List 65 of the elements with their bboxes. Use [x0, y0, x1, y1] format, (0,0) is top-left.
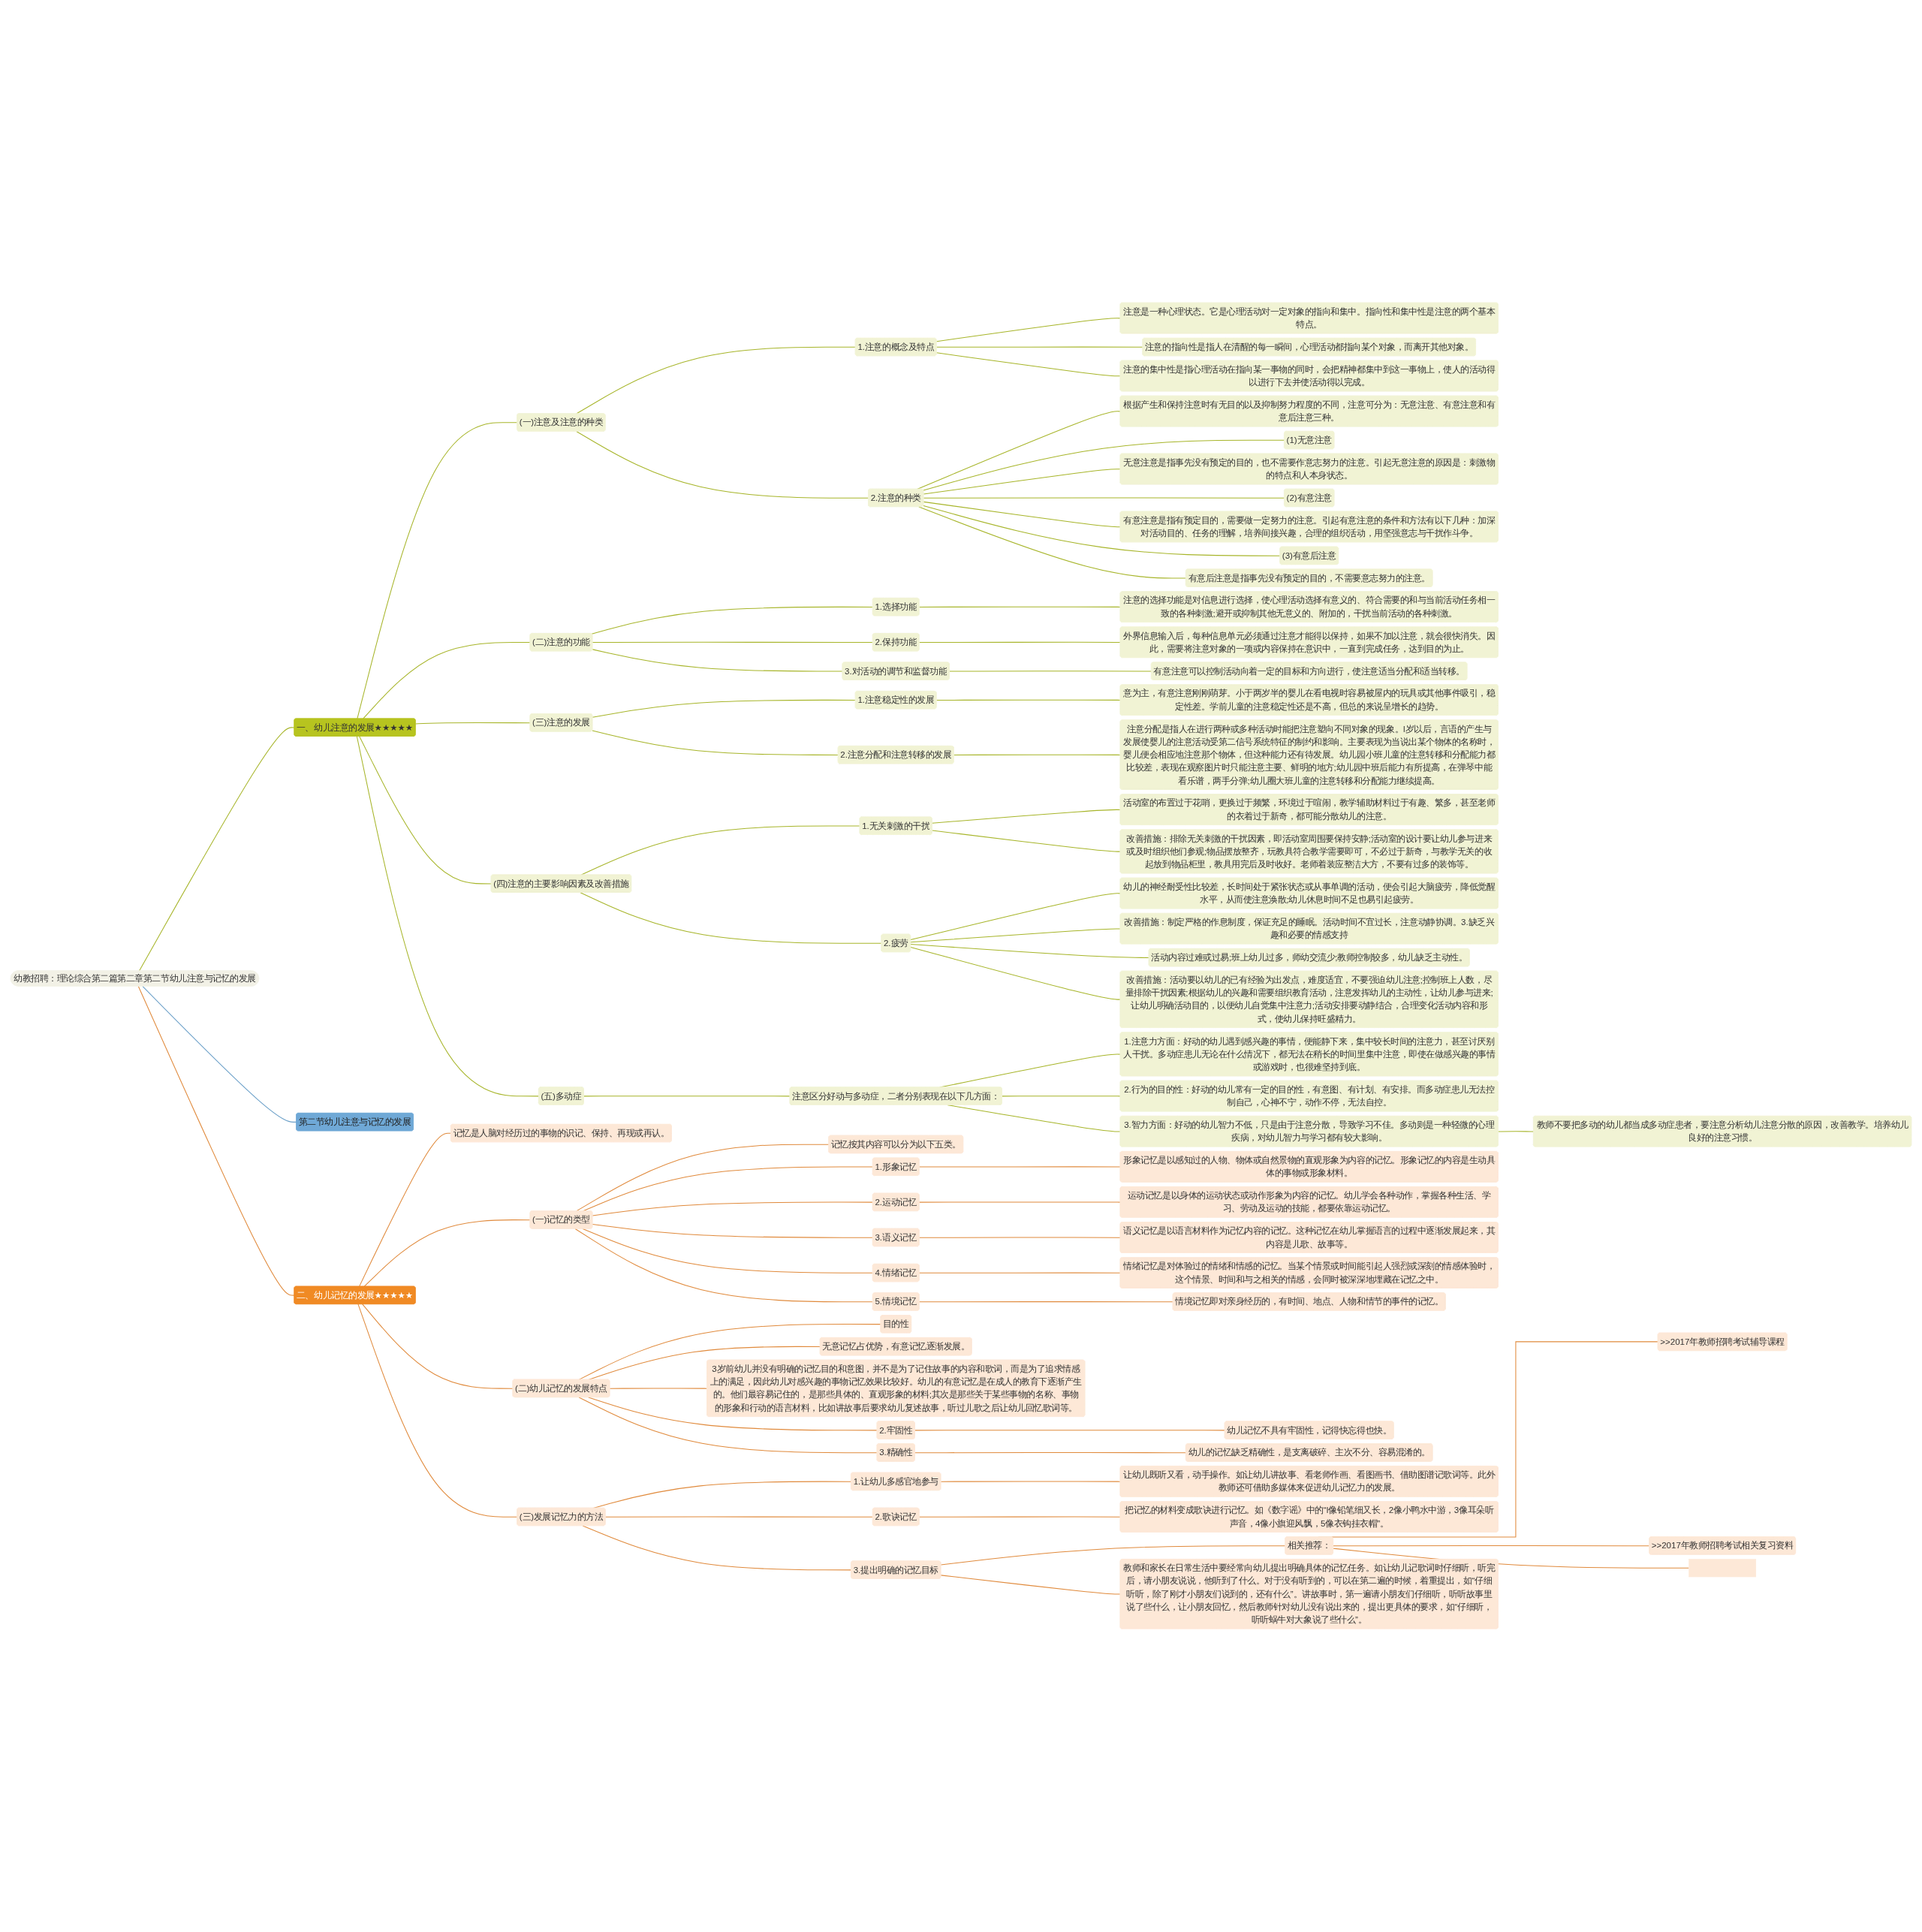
connector: [923, 505, 1281, 556]
connector: [910, 893, 1121, 941]
connector: [357, 1304, 518, 1518]
connector: [137, 986, 295, 1296]
connector: [914, 1430, 1225, 1431]
connector: [923, 502, 1121, 528]
connector: [935, 352, 1121, 377]
connector: [1002, 1096, 1121, 1097]
connector: [1498, 1131, 1535, 1132]
connector: [591, 607, 874, 635]
connector: [580, 892, 882, 945]
connector: [357, 422, 518, 720]
connector: [923, 469, 1121, 495]
connector: [574, 1228, 874, 1303]
connector: [359, 736, 492, 885]
connector: [142, 986, 297, 1123]
connector: [583, 1096, 791, 1097]
connector: [910, 928, 1121, 943]
connector: [923, 440, 1285, 491]
connector: [923, 497, 1285, 499]
connector: [578, 1324, 881, 1381]
connector: [592, 730, 839, 756]
connector: [918, 607, 1121, 608]
connector: [910, 944, 1149, 959]
connector: [138, 727, 295, 972]
connector: [592, 700, 857, 719]
connector: [580, 825, 860, 876]
connector: [592, 1201, 874, 1216]
connector: [935, 346, 1143, 348]
connector: [576, 347, 857, 414]
connector: [932, 830, 1121, 852]
connector: [362, 1304, 514, 1390]
connector: [940, 1481, 1121, 1483]
connector: [592, 1224, 874, 1239]
connector: [917, 411, 1121, 490]
connector: [582, 1228, 874, 1274]
node-box: [1689, 1559, 1757, 1578]
connector: [953, 755, 1121, 756]
connector: [918, 1301, 1173, 1303]
connector: [609, 1388, 708, 1390]
connector: [918, 642, 1121, 643]
connector: [910, 947, 1121, 1000]
connector: [604, 1516, 874, 1518]
connector: [363, 1219, 531, 1288]
connector: [918, 1237, 1121, 1239]
connector: [918, 1201, 1121, 1203]
connector: [932, 809, 1121, 824]
connector: [940, 1575, 1121, 1595]
connector: [918, 1272, 1121, 1274]
connector: [1333, 1545, 1650, 1547]
connector: [356, 736, 540, 1097]
connector: [576, 1144, 830, 1212]
connector: [576, 431, 869, 499]
connector: [940, 1545, 1286, 1566]
connector: [935, 318, 1121, 342]
connector: [592, 642, 874, 643]
connector: [949, 671, 1152, 672]
connector: [918, 1166, 1121, 1168]
connector: [359, 1133, 452, 1288]
connector: [935, 700, 1121, 701]
connector: [592, 649, 843, 672]
connector: [914, 1452, 1187, 1454]
connector: [415, 722, 531, 725]
connector: [918, 1516, 1121, 1518]
connector: [363, 642, 531, 720]
